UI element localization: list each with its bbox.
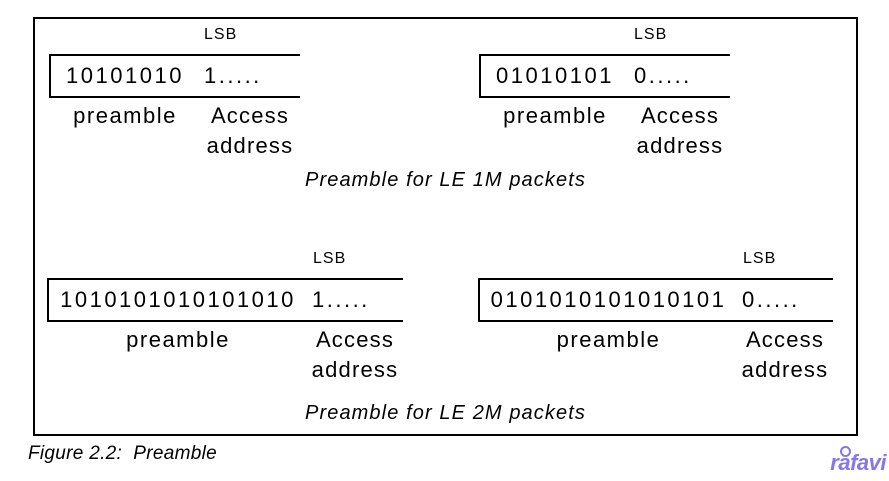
preamble-label: preamble	[503, 103, 607, 128]
preamble-bits-box: 01010101	[479, 54, 631, 98]
access-address-cell: 1.....	[307, 278, 403, 322]
le2m-caption: Preamble for LE 2M packets	[305, 402, 586, 424]
access-address-label-line1: Access	[640, 103, 720, 128]
preamble-bits-box: 10101010	[49, 54, 201, 98]
access-address-cell: 0.....	[629, 54, 730, 98]
figure-caption: Figure 2.2: Preamble	[28, 443, 217, 464]
watermark-logo: rafavi	[800, 446, 886, 476]
access-address-label: Access address	[627, 101, 733, 161]
access-address-label-line2: address	[206, 133, 294, 158]
access-address-label-line2: address	[741, 357, 829, 382]
lsb-label: LSB	[313, 250, 347, 267]
lsb-label: LSB	[743, 250, 777, 267]
preamble-label: preamble	[556, 327, 661, 352]
watermark-ring-icon	[840, 446, 851, 457]
access-address-cell: 0.....	[737, 278, 833, 322]
access-address-label: Access address	[733, 325, 837, 385]
access-address-label: Access address	[197, 101, 303, 161]
access-address-label-line1: Access	[210, 103, 290, 128]
lsb-label: LSB	[634, 26, 668, 43]
access-address-label-line2: address	[311, 357, 399, 382]
lsb-label: LSB	[204, 26, 238, 43]
preamble-bits-box: 1010101010101010	[47, 278, 309, 322]
preamble-bits-box: 0101010101010101	[478, 278, 739, 322]
access-address-label-line2: address	[636, 133, 724, 158]
access-address-label-line1: Access	[745, 327, 825, 352]
watermark-text: rafavi	[830, 450, 886, 475]
access-address-cell: 1.....	[199, 54, 300, 98]
access-address-label-line1: Access	[315, 327, 395, 352]
preamble-label: preamble	[73, 103, 177, 128]
le1m-caption: Preamble for LE 1M packets	[305, 169, 586, 191]
preamble-label: preamble	[126, 327, 230, 352]
access-address-label: Access address	[303, 325, 407, 385]
